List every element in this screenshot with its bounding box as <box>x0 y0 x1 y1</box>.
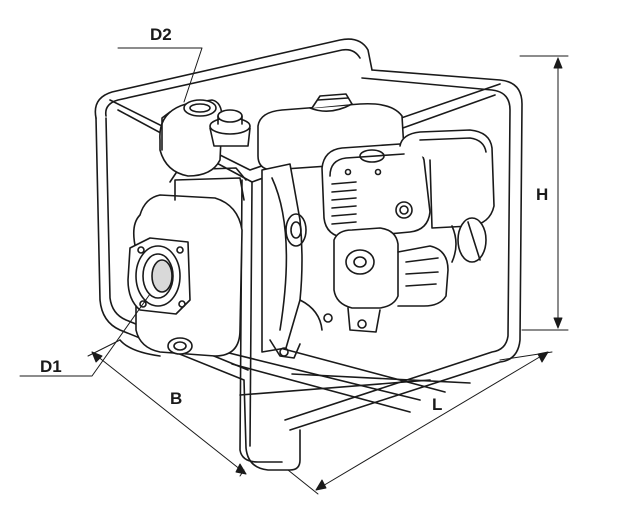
leader-d2 <box>117 47 203 103</box>
engine-mounts <box>269 307 381 359</box>
discharge-outlet <box>159 99 223 177</box>
dimension-h <box>519 55 569 331</box>
rear-frame-loop <box>94 38 373 119</box>
base-rails <box>224 347 471 413</box>
label-d2: D2 <box>150 25 172 44</box>
label-h: H <box>536 185 548 204</box>
label-d1: D1 <box>40 357 62 376</box>
dimension-l <box>287 351 553 495</box>
priming-cap <box>209 109 251 147</box>
air-cleaner <box>321 143 431 239</box>
leader-d1 <box>19 293 151 377</box>
frame-right-side <box>289 69 523 431</box>
frame-front-vertical <box>239 179 283 463</box>
carburetor <box>333 227 449 309</box>
label-l: L <box>432 395 442 414</box>
dimension-b <box>87 339 247 477</box>
recoil-starter <box>399 129 495 263</box>
engine-body <box>261 163 323 353</box>
label-b: B <box>170 389 182 408</box>
suction-flange <box>127 237 191 315</box>
